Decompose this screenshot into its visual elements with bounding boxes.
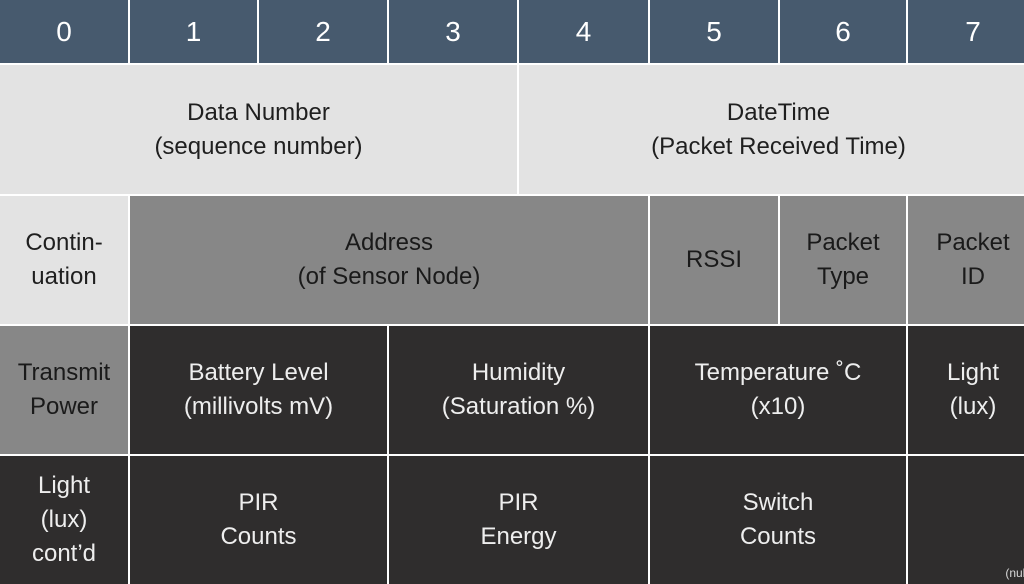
field-switch-counts: Switch Counts bbox=[650, 456, 906, 584]
field-data-number: Data Number (sequence number) bbox=[0, 65, 517, 194]
field-pir-counts: PIR Counts bbox=[130, 456, 387, 584]
field-packet-type: Packet Type bbox=[780, 196, 906, 324]
byte-index-0: 0 bbox=[0, 0, 128, 63]
field-battery-level: Battery Level (millivolts mV) bbox=[130, 326, 387, 454]
field-humidity: Humidity (Saturation %) bbox=[389, 326, 648, 454]
field-packet-id: Packet ID bbox=[908, 196, 1024, 324]
byte-index-6: 6 bbox=[780, 0, 906, 63]
byte-index-2: 2 bbox=[259, 0, 387, 63]
field-continuation: Contin- uation bbox=[0, 196, 128, 324]
field-light-contd: Light (lux) cont’d bbox=[0, 456, 128, 584]
field-address: Address (of Sensor Node) bbox=[130, 196, 648, 324]
field-null: (null) bbox=[908, 456, 1024, 584]
byte-index-3: 3 bbox=[389, 0, 517, 63]
byte-index-4: 4 bbox=[519, 0, 648, 63]
field-light: Light (lux) bbox=[908, 326, 1024, 454]
field-temperature: Temperature ˚C (x10) bbox=[650, 326, 906, 454]
field-pir-energy: PIR Energy bbox=[389, 456, 648, 584]
null-label: (null) bbox=[1005, 566, 1024, 580]
field-transmit-power: Transmit Power bbox=[0, 326, 128, 454]
byte-index-1: 1 bbox=[130, 0, 257, 63]
byte-index-5: 5 bbox=[650, 0, 778, 63]
field-rssi: RSSI bbox=[650, 196, 778, 324]
byte-index-7: 7 bbox=[908, 0, 1024, 63]
field-datetime: DateTime (Packet Received Time) bbox=[519, 65, 1024, 194]
